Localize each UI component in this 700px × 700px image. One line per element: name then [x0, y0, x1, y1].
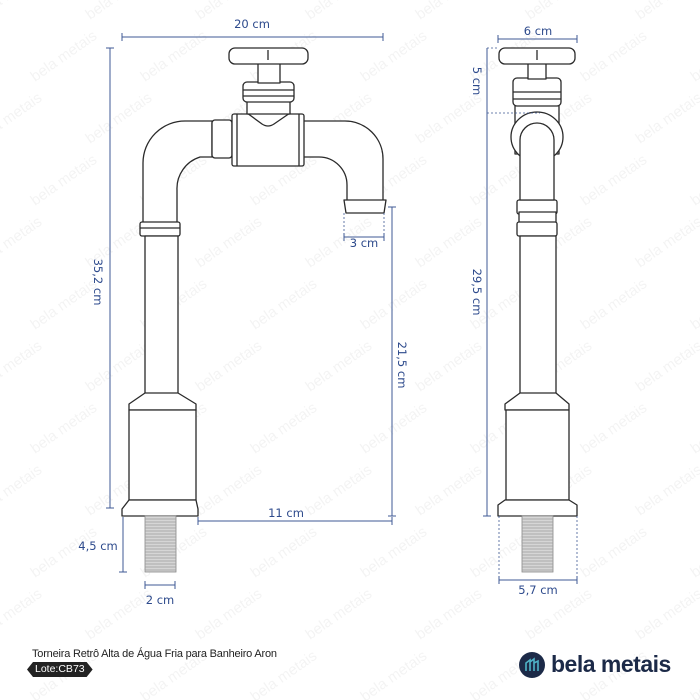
watermark-text: bela metais — [83, 89, 156, 147]
watermark-text: bela metais — [0, 213, 45, 271]
watermark-text: bela metais — [303, 585, 376, 643]
watermark-text: bela metais — [578, 27, 651, 85]
faucet-front-view — [121, 47, 387, 573]
watermark-text: bela metais — [688, 151, 700, 209]
watermark-text: bela metais — [358, 399, 431, 457]
watermark-text: bela metais — [633, 89, 700, 147]
spout-width-label: 3 cm — [350, 236, 379, 250]
watermark-text: bela metais — [83, 0, 156, 23]
watermark-text: bela metais — [358, 523, 431, 581]
thread-lines — [522, 518, 553, 571]
watermark-text: bela metais — [413, 213, 486, 271]
watermark-text: bela metais — [633, 461, 700, 519]
watermark-text: bela metais — [248, 399, 321, 457]
front-dimensions: 20 cm 35,2 cm 3 cm 21,5 cm 11 cm 4,5 cm … — [78, 17, 409, 607]
watermark-text: bela metais — [358, 27, 431, 85]
watermark-text: bela metais — [193, 337, 266, 395]
spout-height-label: 21,5 cm — [395, 342, 409, 389]
watermark-text: bela metais — [248, 275, 321, 333]
watermark-text: bela metais — [523, 0, 596, 23]
handle-height-label: 5 cm — [470, 67, 484, 96]
watermark-text: bela metais — [633, 0, 700, 23]
watermark-text: bela metais — [413, 585, 486, 643]
thread-width-label: 2 cm — [146, 593, 175, 607]
watermark-text: bela metais — [688, 27, 700, 85]
faucet-side-view — [497, 47, 578, 573]
watermark-text: bela metais — [0, 585, 45, 643]
body-height-label: 29,5 cm — [470, 269, 484, 316]
side-dimensions: 6 cm 5 cm 29,5 cm 5,7 cm — [470, 24, 578, 597]
watermark-text: bela metais — [633, 213, 700, 271]
watermark-text: bela metais — [248, 523, 321, 581]
watermark-text: bela metais — [193, 461, 266, 519]
watermark-text: bela metais — [413, 89, 486, 147]
watermark-text: bela metais — [688, 647, 700, 700]
watermark-text: bela metais — [303, 0, 376, 23]
width-dimension-label: 20 cm — [234, 17, 270, 31]
watermark-text: bela metais — [83, 585, 156, 643]
watermark-text: bela metais — [413, 0, 486, 23]
watermark-text: bela metais — [28, 275, 101, 333]
watermark-text: bela metais — [0, 461, 45, 519]
thread-length-label: 4,5 cm — [78, 539, 117, 553]
lot-badge: Lote:CB73 — [27, 662, 93, 677]
brand-logo-icon — [519, 651, 545, 678]
brand-logo: bela metais — [519, 651, 671, 678]
watermark-text: bela metais — [358, 647, 431, 700]
watermark-text: bela metais — [578, 523, 651, 581]
base-width-label: 5,7 cm — [518, 583, 557, 597]
watermark-text: bela metais — [193, 213, 266, 271]
watermark-text: bela metais — [688, 275, 700, 333]
watermark-text: bela metais — [28, 27, 101, 85]
watermark-text: bela metais — [688, 399, 700, 457]
watermark-text: bela metais — [578, 275, 651, 333]
height-dimension-label: 35,2 cm — [91, 259, 105, 306]
watermark-text: bela metais — [0, 89, 45, 147]
watermark-text: bela metais — [688, 523, 700, 581]
brand-name: bela metais — [551, 651, 671, 677]
handle-width-label: 6 cm — [524, 24, 553, 38]
watermark-text: bela metais — [303, 337, 376, 395]
reach-label: 11 cm — [268, 506, 304, 520]
watermark-text: bela metais — [83, 337, 156, 395]
watermark-text: bela metais — [358, 275, 431, 333]
watermark-text: bela metais — [138, 27, 211, 85]
watermark-text: bela metais — [633, 585, 700, 643]
product-title: Torneira Retrô Alta de Água Fria para Ba… — [32, 648, 277, 660]
watermark-text: bela metais — [0, 337, 45, 395]
watermark-text: bela metais — [633, 337, 700, 395]
watermark-text: bela metais — [0, 0, 45, 23]
watermark-text: bela metais — [578, 151, 651, 209]
watermark-text: bela metais — [28, 151, 101, 209]
watermark-text: bela metais — [578, 399, 651, 457]
watermark-text: bela metais — [193, 585, 266, 643]
thread-lines — [145, 518, 176, 571]
watermark-text: bela metais — [303, 461, 376, 519]
watermark-text: bela metais — [28, 399, 101, 457]
watermark-text: bela metais — [413, 461, 486, 519]
watermark-text: bela metais — [413, 337, 486, 395]
